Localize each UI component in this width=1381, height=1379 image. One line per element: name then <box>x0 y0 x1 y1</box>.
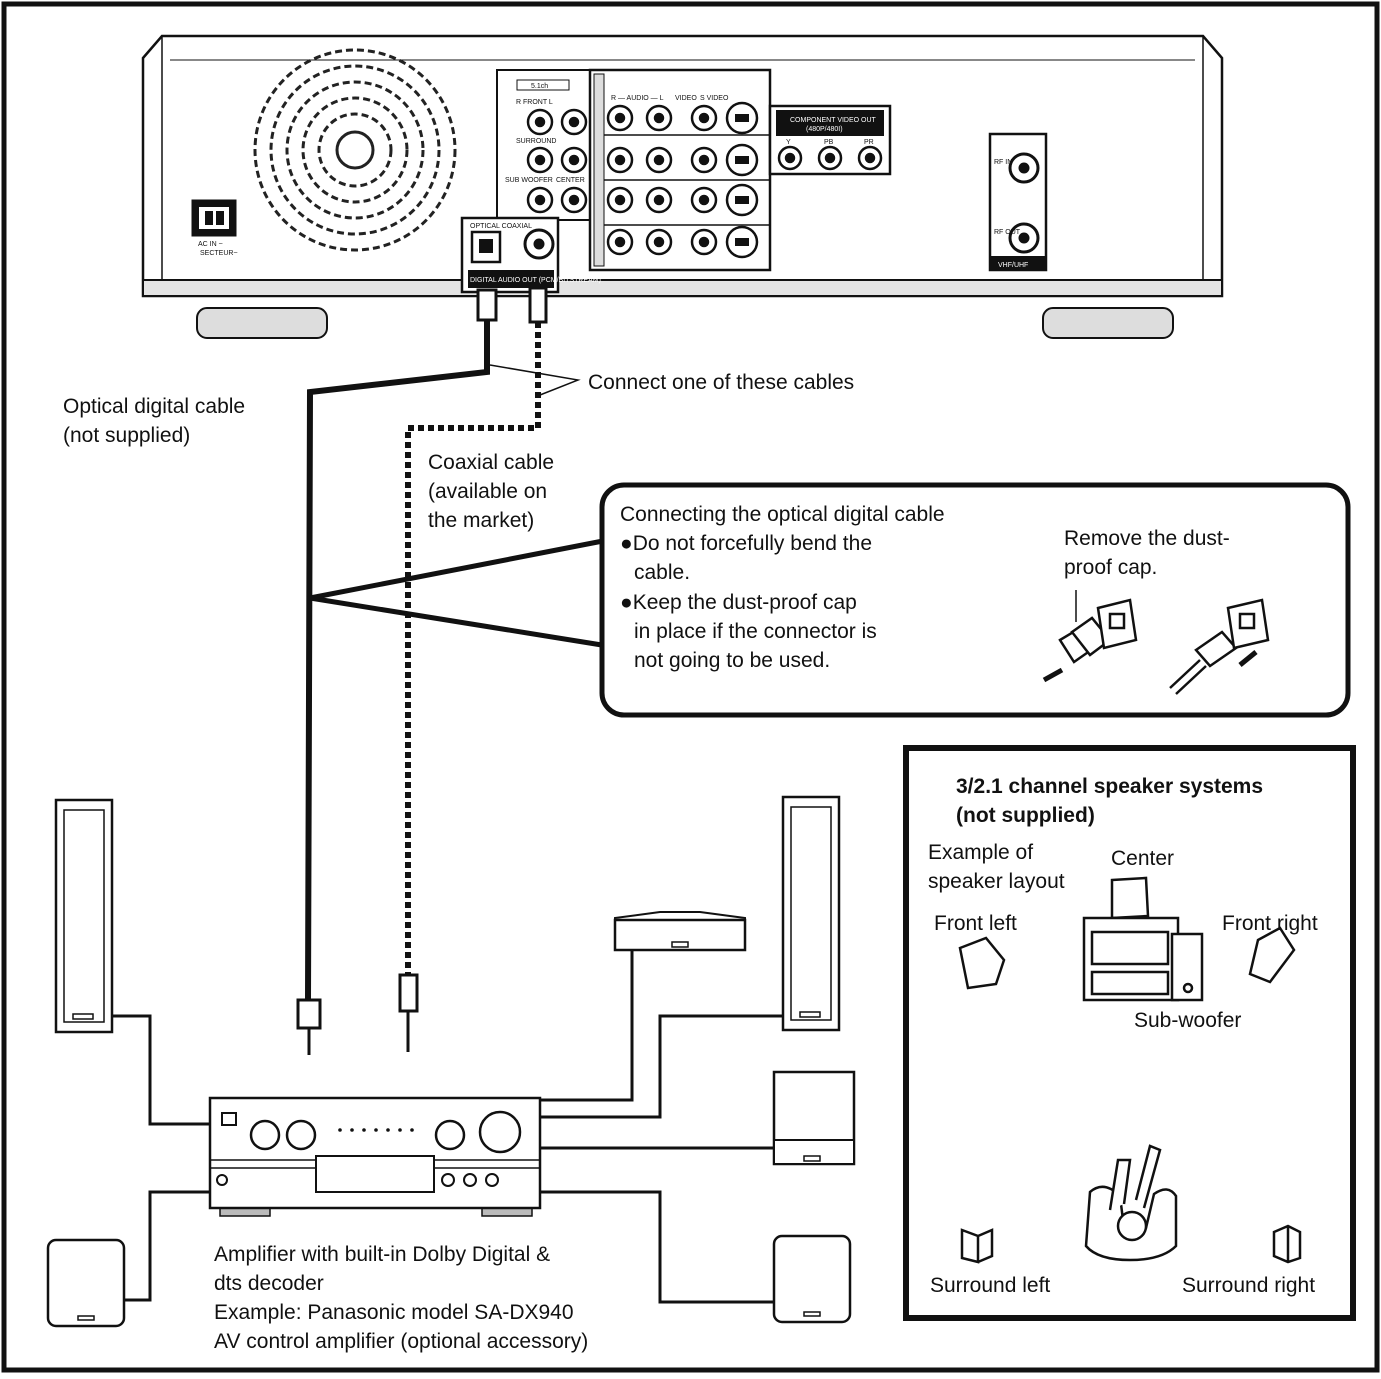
callout-bullet-2-line-2: in place if the connector is <box>620 617 877 646</box>
callout-bullet-2: ●Keep the dust-proof cap in place if the… <box>620 588 877 675</box>
bullet-dot: ● <box>620 591 633 614</box>
secteur-label: SECTEUR~ <box>200 250 238 257</box>
rf-antenna-panel <box>990 134 1046 270</box>
layout-center-speaker <box>1112 878 1148 918</box>
sub-woofer-label: SUB WOOFER <box>505 177 553 184</box>
sub-woofer-label: Sub-woofer <box>1134 1006 1241 1035</box>
center-label: Center <box>1111 844 1174 873</box>
front-right-label: Front right <box>1222 909 1318 938</box>
surround-label: SURROUND <box>516 138 556 145</box>
av-amplifier <box>210 1098 540 1216</box>
speaker-systems-title-line-2: (not supplied) <box>956 801 1263 830</box>
amplifier-line-1: Amplifier with built-in Dolby Digital & <box>214 1240 588 1269</box>
surround-right-label: Surround right <box>1182 1271 1315 1300</box>
optical-cable-line-2: (not supplied) <box>63 421 245 450</box>
layout-surround-right <box>1274 1226 1300 1262</box>
example-layout-line-1: Example of <box>928 838 1065 867</box>
center-terminal-label: CENTER <box>556 177 585 184</box>
ac-in-label: AC IN ~ <box>198 241 223 248</box>
comp-y-label: Y <box>786 139 791 146</box>
connect-one-label: Connect one of these cables <box>588 368 854 397</box>
comp-pb-label: PB <box>824 139 834 146</box>
callout-bullet-1-line-2: cable. <box>620 558 872 587</box>
video-label: VIDEO <box>675 95 697 102</box>
dvd-recorder-rear-panel <box>143 36 1222 338</box>
s-video-label: S VIDEO <box>700 95 729 102</box>
audio-row-label: R — AUDIO — L <box>611 95 664 102</box>
amplifier-label: Amplifier with built-in Dolby Digital & … <box>214 1240 588 1356</box>
panel-51ch-label: 5.1ch <box>531 83 548 90</box>
example-layout-line-2: speaker layout <box>928 867 1065 896</box>
front-rl-label: R FRONT L <box>516 99 553 106</box>
coaxial-cable-line-1: Coaxial cable <box>428 448 554 477</box>
component-video-out-label: COMPONENT VIDEO OUT <box>790 117 877 124</box>
front-left-label: Front left <box>934 909 1017 938</box>
optical-cable-label: Optical digital cable (not supplied) <box>63 392 245 450</box>
digital-audio-out-label: DIGITAL AUDIO OUT (PCM/BITSTREAM) <box>470 277 601 284</box>
speaker-systems-title: 3/2.1 channel speaker systems (not suppl… <box>956 772 1263 830</box>
amplifier-line-2: dts decoder <box>214 1269 588 1298</box>
recorder-foot-left <box>197 308 327 338</box>
callout-title: Connecting the optical digital cable <box>620 500 945 529</box>
remove-cap-line-1: Remove the dust- <box>1064 524 1230 553</box>
coaxial-cable-line-2: (available on <box>428 477 554 506</box>
layout-surround-left <box>962 1230 992 1262</box>
callout-bullet-2-line-1: Keep the dust-proof cap <box>633 591 857 614</box>
comp-pr-label: PR <box>864 139 874 146</box>
surround-right-speaker <box>774 1236 850 1322</box>
rf-out-label: RF OUT <box>994 229 1021 236</box>
callout-bullet-1: ●Do not forcefully bend the cable. <box>620 529 872 587</box>
amplifier-line-4: AV control amplifier (optional accessory… <box>214 1327 588 1356</box>
optical-cable-line-1: Optical digital cable <box>63 392 245 421</box>
coaxial-cable-label: Coaxial cable (available on the market) <box>428 448 554 535</box>
vhf-uhf-label: VHF/UHF <box>998 262 1028 269</box>
coaxial-cable-line-3: the market) <box>428 506 554 535</box>
recorder-foot-right <box>1043 308 1173 338</box>
speaker-systems-title-line-1: 3/2.1 channel speaker systems <box>956 772 1263 801</box>
example-layout-label: Example of speaker layout <box>928 838 1065 896</box>
remove-cap-label: Remove the dust- proof cap. <box>1064 524 1230 582</box>
amplifier-line-3: Example: Panasonic model SA-DX940 <box>214 1298 588 1327</box>
bullet-dot: ● <box>620 532 633 555</box>
remove-cap-line-2: proof cap. <box>1064 553 1230 582</box>
analog-51ch-output-panel <box>497 70 590 220</box>
surround-left-speaker <box>48 1240 124 1326</box>
optical-coaxial-label: OPTICAL COAXIAL <box>470 223 532 230</box>
surround-left-label: Surround left <box>930 1271 1050 1300</box>
rf-in-label: RF IN <box>994 159 1012 166</box>
callout-bullet-2-line-3: not going to be used. <box>620 646 877 675</box>
component-sub-label: (480P/480I) <box>806 126 843 133</box>
ac-inlet <box>192 200 236 236</box>
callout-bullet-1-line-1: Do not forcefully bend the <box>633 532 872 555</box>
